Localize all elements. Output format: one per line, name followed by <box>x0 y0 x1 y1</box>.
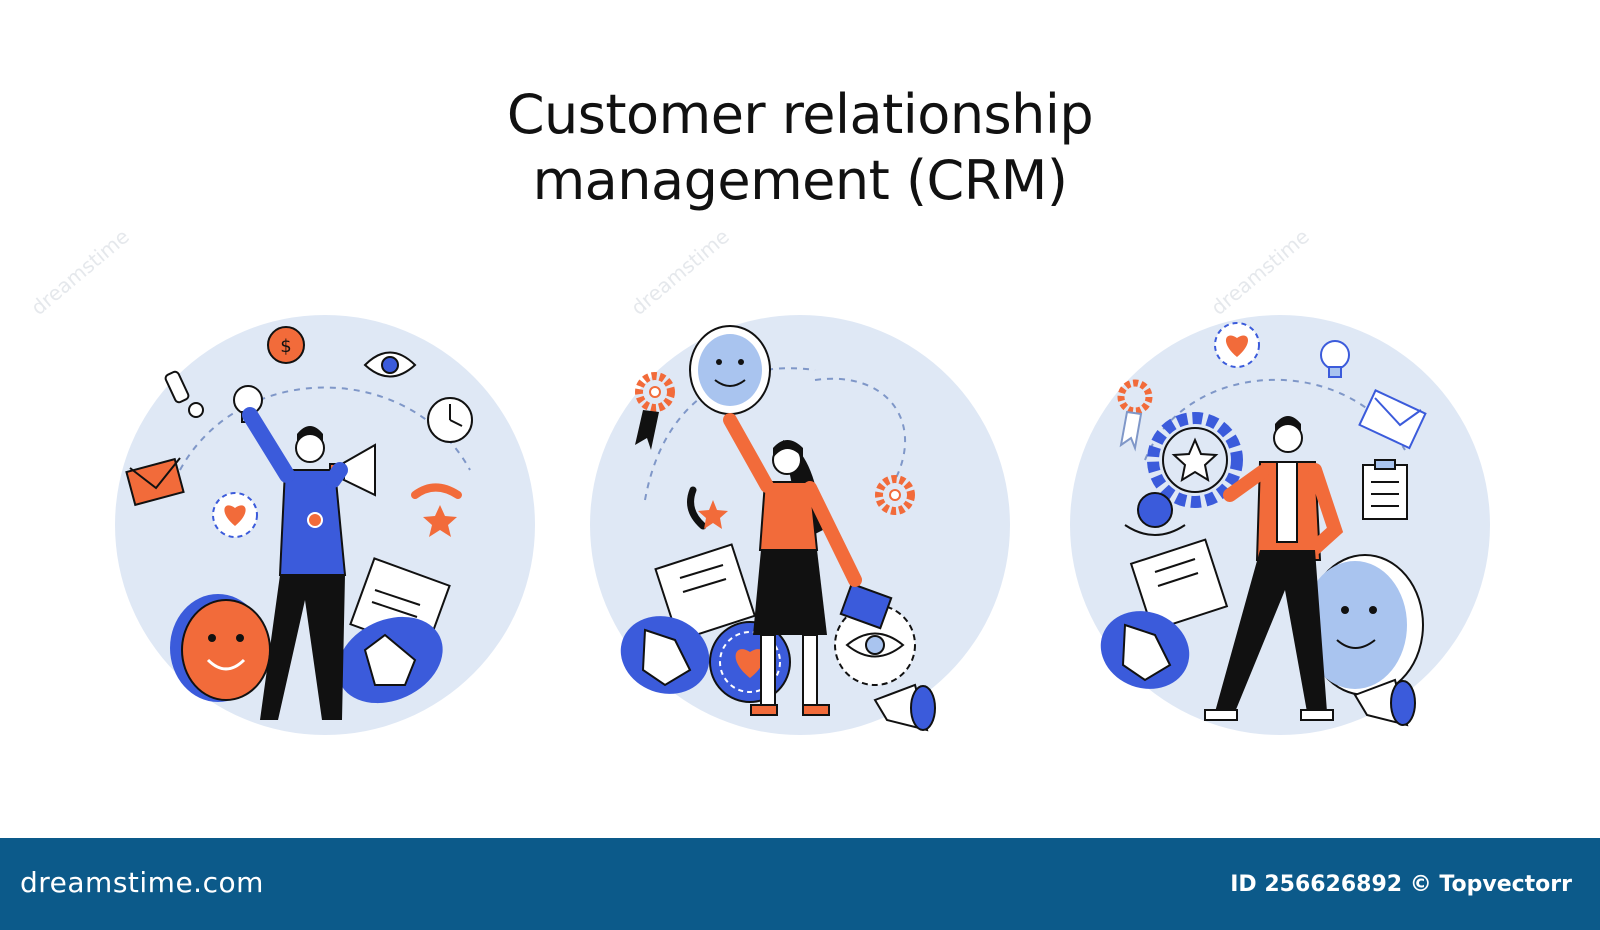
heart-icon <box>1214 322 1260 368</box>
smiley-icon <box>1303 554 1424 696</box>
svg-text:$: $ <box>280 336 291 357</box>
envelope-icon <box>839 582 893 630</box>
eye-icon <box>834 604 916 686</box>
lightbulb-icon <box>1320 340 1350 378</box>
footer-brand-link[interactable]: dreamstime.com <box>20 866 264 899</box>
envelope-icon <box>1358 389 1427 450</box>
gear-icon <box>875 475 915 515</box>
heart-icon <box>212 492 258 538</box>
hand-cursor-icon <box>620 616 710 694</box>
page-title-line-1: Customer relationship <box>506 83 1094 146</box>
hand-cursor-icon <box>1100 611 1190 689</box>
gear-icon <box>635 372 675 412</box>
gear-icon <box>1147 412 1243 508</box>
illustration-man-holding-gear-svg <box>1070 315 1490 735</box>
clock-icon <box>427 397 473 443</box>
phone-icon <box>411 483 462 499</box>
hand-cursor-icon <box>337 616 443 704</box>
smiley-icon <box>170 594 271 702</box>
award-ribbon-icon <box>1119 410 1143 452</box>
megaphone-icon <box>1353 678 1416 727</box>
gear-icon <box>1117 379 1153 415</box>
envelope-icon <box>125 457 185 507</box>
page-title: Customer relationship management (CRM) <box>0 82 1600 214</box>
document-icon <box>654 543 757 642</box>
illustration-man-with-megaphone: $ <box>90 300 560 770</box>
star-icon <box>698 500 728 529</box>
megaphone-icon <box>873 683 936 732</box>
coin-icon: $ <box>267 326 305 364</box>
page-title-line-2: management (CRM) <box>532 149 1068 212</box>
clipboard-icon <box>1362 459 1408 520</box>
star-icon <box>1171 437 1219 483</box>
illustration-woman-holding-smiley <box>565 300 1035 770</box>
phone-icon <box>687 486 707 530</box>
woman-figure <box>723 413 862 716</box>
dashed-orbit <box>814 377 906 481</box>
award-ribbon-icon <box>635 410 659 450</box>
star-icon <box>423 505 457 537</box>
man-figure <box>242 407 348 720</box>
globe-in-hand-icon <box>1124 492 1186 536</box>
smiley-icon <box>689 325 771 415</box>
footer-image-id: ID 256626892 © Topvectorr <box>1230 872 1572 897</box>
document-icon <box>1129 538 1229 632</box>
footer-bar: dreamstime.com ID 256626892 © Topvectorr <box>0 838 1600 930</box>
illustration-woman-holding-smiley-svg <box>590 315 1010 735</box>
illustration-man-holding-gear <box>1045 300 1515 770</box>
man-figure <box>1204 416 1344 721</box>
exclamation-icon <box>164 370 204 418</box>
illustration-man-with-megaphone-svg: $ <box>115 315 535 735</box>
eye-icon <box>363 351 417 378</box>
